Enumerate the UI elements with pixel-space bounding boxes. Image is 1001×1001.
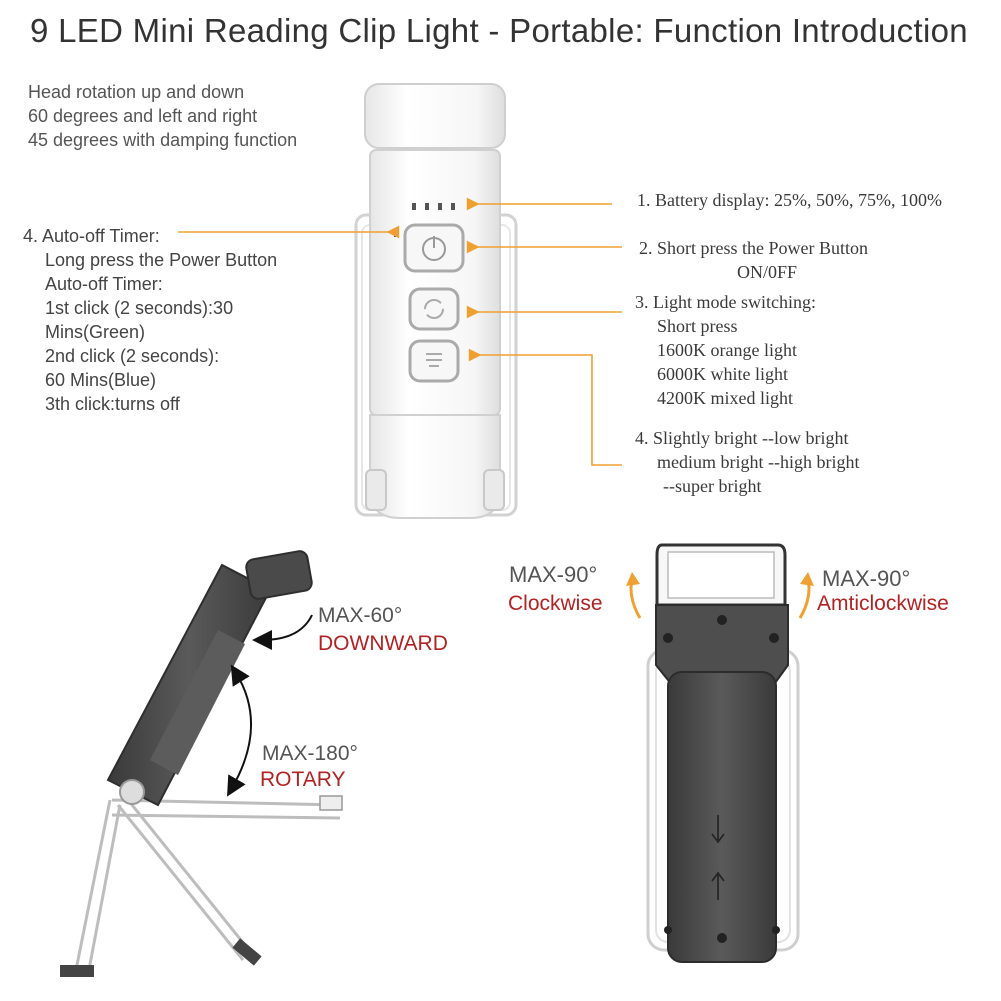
light-mode-text: 3. Light mode switching: Short press 160… — [635, 290, 816, 410]
clip-light-back-view — [626, 543, 814, 963]
timer-heading: 4. Auto-off Timer: — [23, 226, 160, 246]
head-rotation-line: 45 degrees with damping function — [28, 130, 298, 150]
power-on-off: ON/0FF — [737, 262, 798, 282]
anticlockwise-max-label: MAX-90° — [822, 566, 911, 591]
light-mode-line: Short press — [657, 316, 738, 336]
page-title: 9 LED Mini Reading Clip Light - Portable… — [30, 12, 968, 49]
timer-line: 60 Mins(Blue) — [45, 370, 157, 390]
rotary-label: ROTARY — [260, 768, 346, 791]
light-mode-heading: 3. Light mode switching: — [635, 292, 816, 312]
rotary-max-label: MAX-180° — [262, 742, 358, 765]
brightness-line: medium bright --high bright — [657, 452, 860, 472]
downward-max-label: MAX-60° — [318, 604, 403, 627]
clockwise-label: Clockwise — [508, 592, 603, 615]
timer-line: 2nd click (2 seconds): — [45, 346, 220, 366]
clockwise-max-label: MAX-90° — [509, 562, 598, 587]
timer-line: 1st click (2 seconds):30 — [45, 298, 234, 318]
timer-line: Mins(Green) — [45, 322, 146, 342]
battery-display-text: 1. Battery display: 25%, 50%, 75%, 100% — [637, 190, 942, 210]
downward-label: DOWNWARD — [318, 632, 448, 655]
head-rotation-text: Head rotation up and down 60 degrees and… — [28, 80, 297, 152]
light-mode-line: 6000K white light — [657, 364, 788, 384]
head-rotation-line: Head rotation up and down — [28, 82, 245, 102]
brightness-line: 4. Slightly bright --low bright — [635, 428, 849, 448]
head-rotation-line: 60 degrees and left and right — [28, 106, 258, 126]
clip-light-side-view — [60, 550, 343, 977]
timer-line: Auto-off Timer: — [45, 274, 163, 294]
timer-line: 3th click:turns off — [45, 394, 180, 414]
light-mode-line: 1600K orange light — [657, 340, 797, 360]
clip-light-front-view — [354, 83, 518, 519]
power-line: 2. Short press the Power Button — [639, 238, 868, 258]
power-button-text: 2. Short press the Power Button ON/0FF — [639, 236, 868, 284]
anticlockwise-label: Amticlockwise — [817, 592, 949, 615]
timer-line: Long press the Power Button — [45, 250, 278, 270]
auto-off-timer-text: 4. Auto-off Timer: Long press the Power … — [23, 224, 277, 416]
light-mode-line: 4200K mixed light — [657, 388, 793, 408]
brightness-text: 4. Slightly bright --low bright medium b… — [635, 426, 859, 498]
brightness-line: --super bright — [663, 476, 762, 496]
callout-lines — [178, 197, 622, 466]
